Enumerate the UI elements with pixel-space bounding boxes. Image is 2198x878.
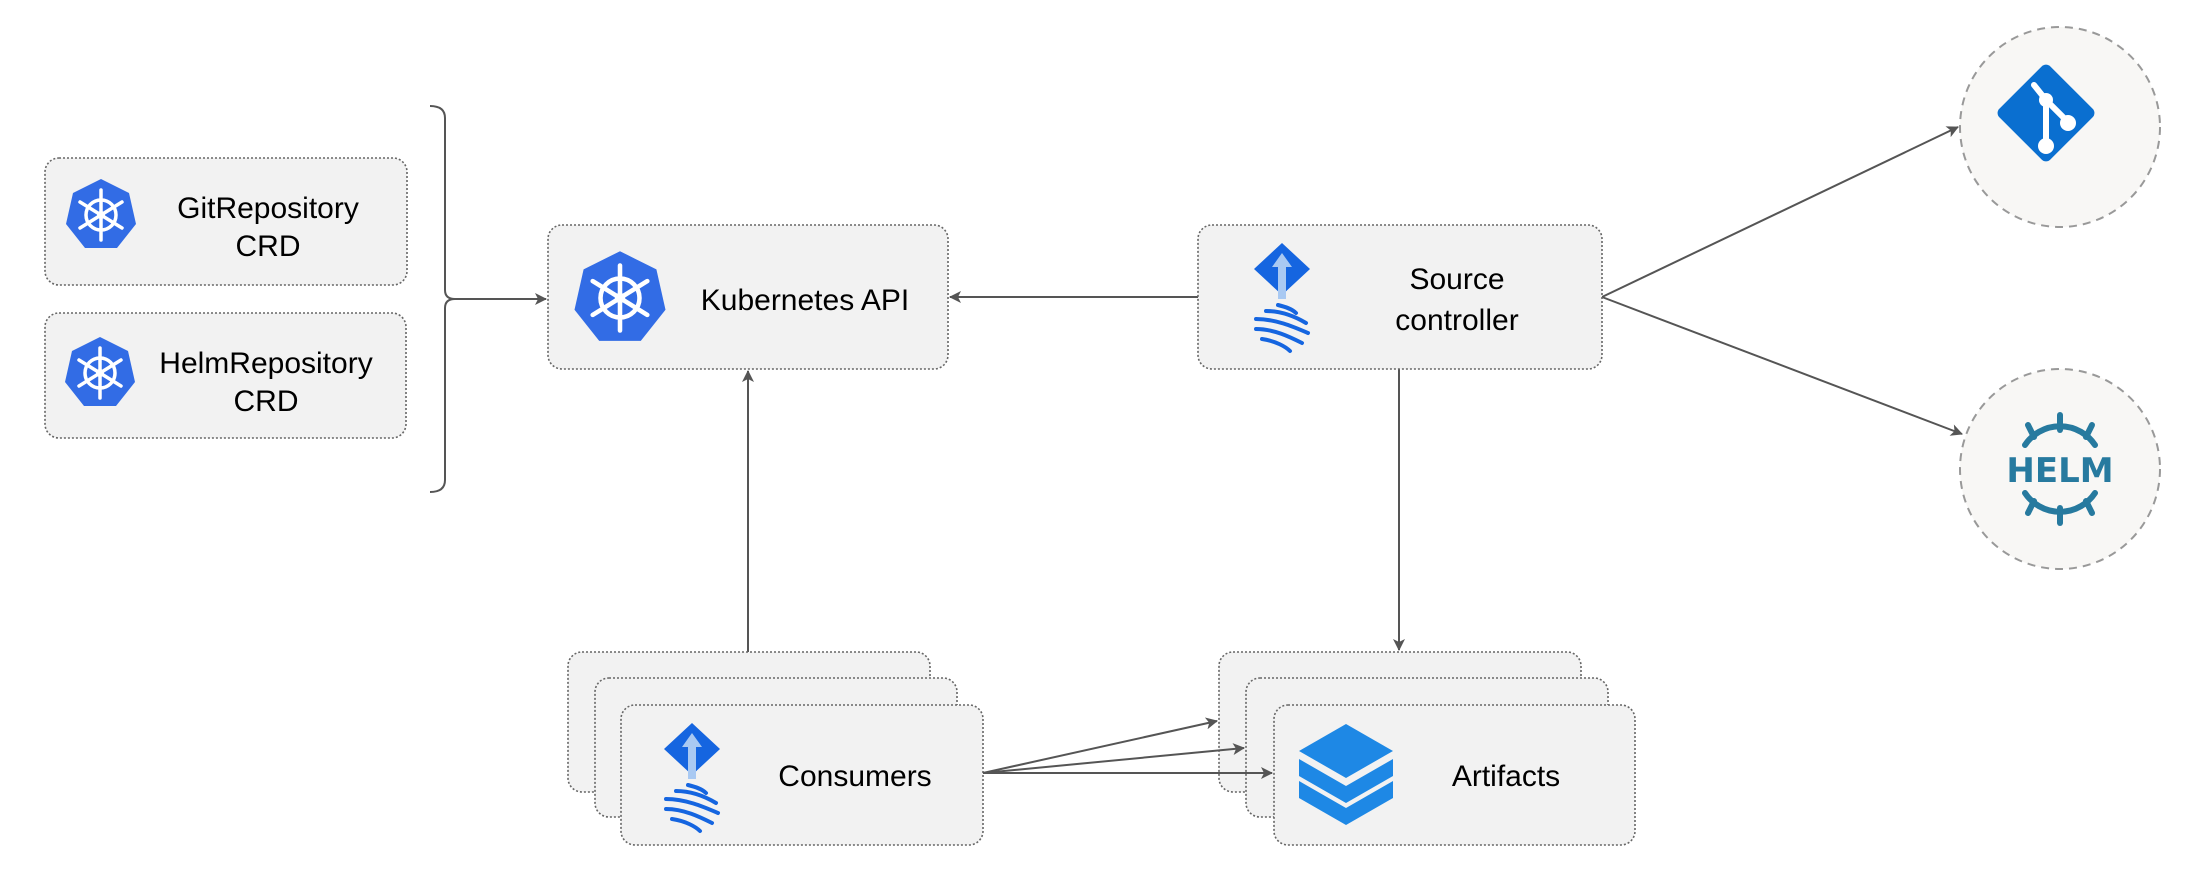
helm-crd-line2: CRD (234, 385, 299, 418)
source-controller-line1: Source (1409, 263, 1504, 296)
git-icon (1997, 64, 2095, 162)
git-repository-crd-node[interactable]: GitRepository CRD (44, 157, 408, 286)
helm-repository-node[interactable]: HELM (1959, 368, 2161, 570)
crd-bracket (429, 105, 456, 493)
source-controller-node[interactable]: Source controller (1197, 224, 1603, 370)
helm-logo-text: HELM (2006, 451, 2113, 491)
edge-consumers-to-artifact-1 (982, 717, 1218, 774)
kubernetes-api-node[interactable]: Kubernetes API (547, 224, 949, 370)
source-controller-line2: controller (1395, 304, 1518, 337)
edge-source-to-helm (1601, 296, 1963, 436)
git-crd-line1: GitRepository (177, 192, 359, 225)
edge-source-to-git (1601, 126, 1959, 298)
consumers-node[interactable]: Consumers (567, 651, 984, 846)
layers-icon (1299, 724, 1393, 825)
git-crd-line2: CRD (236, 230, 301, 263)
git-repository-node[interactable] (1959, 26, 2161, 228)
consumers-label: Consumers (778, 760, 931, 793)
artifacts-node[interactable]: Artifacts (1218, 651, 1636, 846)
helm-repository-crd-node[interactable]: HelmRepository CRD (44, 312, 407, 439)
k8s-api-label: Kubernetes API (701, 284, 909, 317)
artifacts-label: Artifacts (1452, 760, 1560, 793)
helm-icon (2022, 412, 2098, 526)
edge-consumers-to-artifact-2 (982, 743, 1245, 774)
helm-crd-line1: HelmRepository (159, 347, 372, 380)
